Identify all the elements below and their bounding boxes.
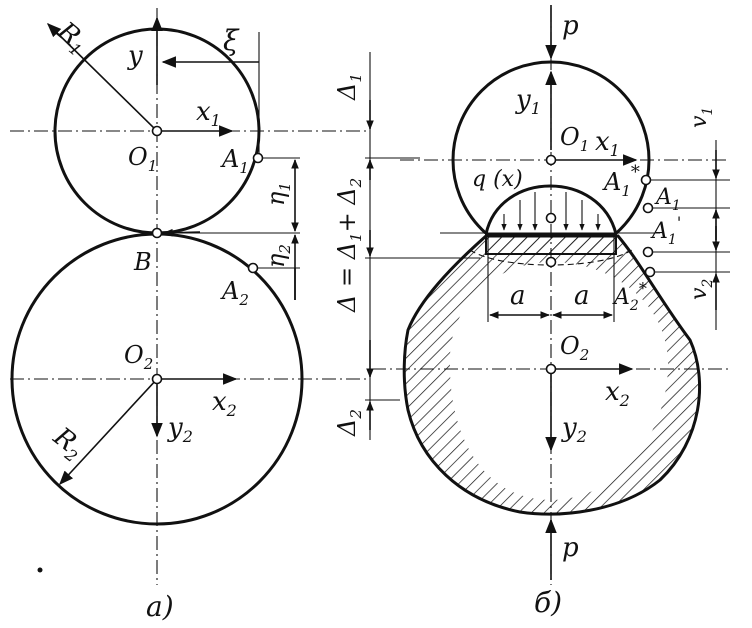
label-eta2: η2 xyxy=(262,244,294,268)
radius-r1 xyxy=(46,22,158,132)
label-y2-a: y2 xyxy=(167,413,193,446)
label-a2star: A2* xyxy=(612,279,647,314)
label-o2-a: O2 xyxy=(124,341,153,373)
diagram-b: p y1 O1 x1 A1* q (x) A1 A1' v1 v2 a a A2… xyxy=(372,5,730,619)
radius-r2 xyxy=(59,378,158,486)
label-v2: v2 xyxy=(687,279,716,300)
label-a1star: A1* xyxy=(602,162,640,200)
caption-b: б) xyxy=(534,586,562,619)
label-a-right: a xyxy=(574,281,590,311)
label-x2-b: x2 xyxy=(605,377,630,410)
label-a2-a: A2 xyxy=(220,277,249,309)
point-o2-b xyxy=(545,363,557,375)
label-b: B xyxy=(133,248,152,276)
label-a1p: A1 xyxy=(654,185,681,214)
label-a1-a: A1 xyxy=(220,145,249,177)
stray-dot xyxy=(37,567,43,573)
label-x2-a: x2 xyxy=(212,387,237,420)
point-a2star xyxy=(644,266,656,278)
point-a1-a xyxy=(252,152,264,164)
label-eta1: η1 xyxy=(262,182,294,206)
label-x1-b: x1 xyxy=(595,127,620,160)
label-p-bottom: p xyxy=(562,533,579,563)
label-delta2: Δ2 xyxy=(333,409,365,437)
label-o1-a: O1 xyxy=(128,143,157,175)
pressure-curve xyxy=(484,184,618,235)
point-b xyxy=(151,227,163,239)
label-x1-a: x1 xyxy=(196,97,221,130)
label-xi: ξ xyxy=(223,24,240,57)
label-a1pp: A1' xyxy=(650,213,681,248)
point-o1-b xyxy=(545,154,557,166)
label-o2-b: O2 xyxy=(560,332,589,364)
point-o2-a xyxy=(151,373,163,385)
label-a-left: a xyxy=(510,281,526,311)
point-contact-bottom xyxy=(545,256,557,268)
point-contact-top xyxy=(545,212,557,224)
point-a1p xyxy=(642,202,654,214)
point-o1-a xyxy=(151,125,163,137)
label-y-a: y xyxy=(127,41,143,71)
caption-a: а) xyxy=(146,590,174,623)
point-a1star xyxy=(640,174,652,186)
point-a1pp xyxy=(642,246,654,258)
label-v1: v1 xyxy=(687,107,716,128)
label-delta1: Δ1 xyxy=(333,73,365,101)
label-p-top: p xyxy=(562,11,579,41)
label-y2-b: y2 xyxy=(561,413,587,446)
label-qx: q (x) xyxy=(472,167,523,192)
label-r1: R1 xyxy=(49,16,93,60)
label-o1-b: O1 xyxy=(560,123,589,155)
middle-dimensions: Δ1 Δ = Δ1+ Δ2 Δ2 xyxy=(333,52,480,440)
label-y1-b: y1 xyxy=(515,85,541,118)
point-a2-a xyxy=(247,262,259,274)
diagram-a: R1 y ξ x1 O1 A1 η1 B η2 A2 O2 x2 y2 R2 а… xyxy=(10,8,370,623)
label-delta-total: Δ = Δ1+ Δ2 xyxy=(333,178,365,313)
